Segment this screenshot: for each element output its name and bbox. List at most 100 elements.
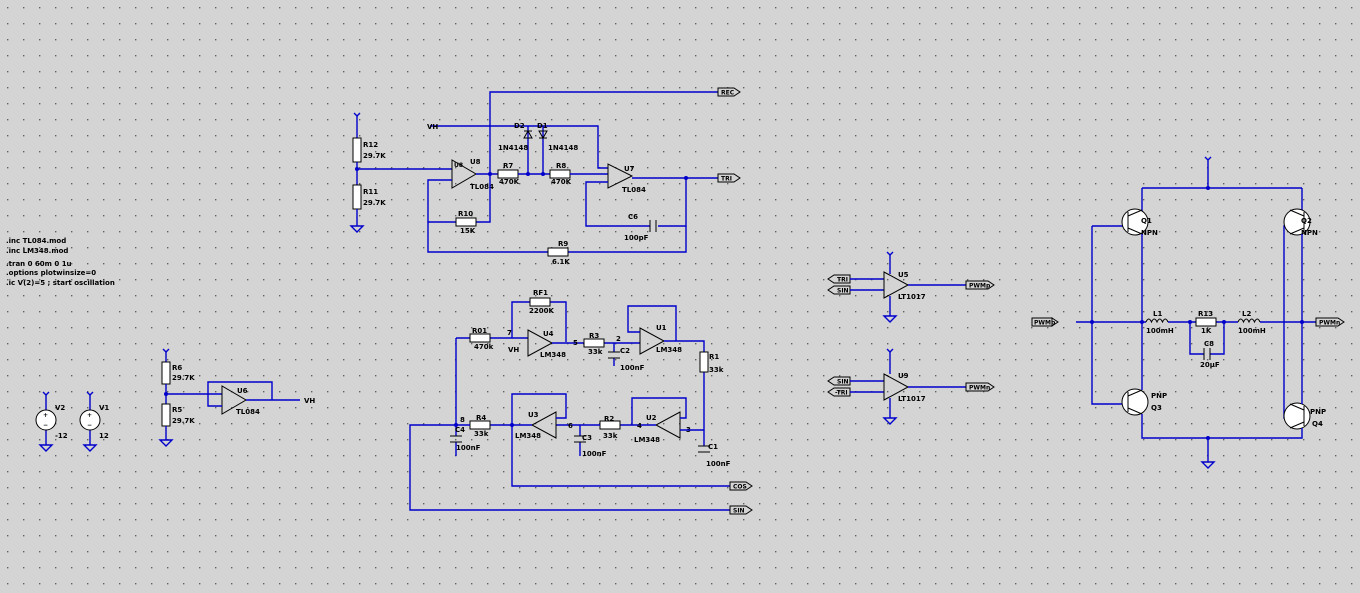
r13-value: 1K <box>1201 327 1212 335</box>
r3-name: R3 <box>589 332 599 340</box>
r1-value: 33k <box>709 366 724 374</box>
c2-name: C2 <box>620 347 630 355</box>
svg-text:+: + <box>87 412 92 419</box>
r10-value: 15K <box>460 227 476 235</box>
c1-value: 100nF <box>706 460 731 468</box>
pwmn-label: PWMn <box>969 385 990 392</box>
d1-value: 1N4148 <box>548 144 578 152</box>
vh-divider[interactable]: R6 29.7K R5 29.7K U6 TL084 VH <box>158 348 315 447</box>
r01-name: R01 <box>472 327 487 335</box>
svg-text:+: + <box>43 412 48 419</box>
sin-label: SIN <box>733 508 745 515</box>
h-bridge[interactable]: Q1 NPN Q2 NPN PNP Q3 PNP Q4 L1 100mH R13… <box>1031 156 1345 469</box>
u9-value: LT1017 <box>898 395 926 403</box>
spice-directives[interactable]: .inc TL084.mod .inc LM348.mod .tran 0 60… <box>6 237 115 287</box>
u8-label: U8 <box>470 158 481 166</box>
rec-label: REC <box>721 90 735 97</box>
sin-in-label: SIN <box>837 288 849 295</box>
r12-value: 29.7K <box>363 152 386 160</box>
c1-name: C1 <box>708 443 718 451</box>
l1-name: L1 <box>1153 310 1162 318</box>
rf1-name: RF1 <box>533 289 548 297</box>
c8-name: C8 <box>1204 340 1214 348</box>
l1-value: 100mH <box>1146 327 1174 335</box>
c3-value: 100nF <box>582 450 607 458</box>
q2-value: NPN <box>1301 229 1318 237</box>
r6-value: 29.7K <box>172 374 195 382</box>
directive: .ic V(2)=5 ; start oscillation <box>6 279 115 287</box>
voltage-sources[interactable]: +− +− V2 -12 V1 12 <box>35 391 109 452</box>
node-2: 2 <box>616 335 621 343</box>
directive: .options plotwinsize=0 <box>6 269 96 277</box>
r11-value: 29.7K <box>363 199 386 207</box>
vh-net-top: VH <box>427 123 438 131</box>
l2-name: L2 <box>1242 310 1251 318</box>
node-4: 4 <box>637 422 642 430</box>
u4-name: U4 <box>543 330 554 338</box>
r5-name: R5 <box>172 406 182 414</box>
r8-value: 470K <box>551 178 572 186</box>
c6-name: C6 <box>628 213 638 221</box>
cos-label: COS <box>733 484 747 491</box>
r9-name: R9 <box>558 240 568 248</box>
u7-value: TL084 <box>622 186 646 194</box>
directive: .inc TL084.mod <box>6 237 66 245</box>
vh-net-u4: VH <box>508 346 519 354</box>
pwm-comparators[interactable]: TRI SIN U5 LT1017 PWMp SIN -TRI U9 LT101… <box>827 251 995 425</box>
c4-value: 100nF <box>456 444 481 452</box>
r11-name: R11 <box>363 188 378 196</box>
u9-name: U9 <box>898 372 909 380</box>
u1-value: LM348 <box>656 346 682 354</box>
c3-name: C3 <box>582 434 592 442</box>
r10-name: R10 <box>458 210 473 218</box>
r7-value: 470K <box>499 178 520 186</box>
pwmp-in-label: PWMp <box>1034 320 1056 327</box>
u2-value: LM348 <box>634 436 660 444</box>
v2-name: V2 <box>55 404 65 412</box>
q3-name: Q3 <box>1151 404 1162 412</box>
c8-value: 20µF <box>1200 361 1220 369</box>
svg-text:−: − <box>43 422 48 429</box>
r6-name: R6 <box>172 364 182 372</box>
r5-value: 29.7K <box>172 417 195 425</box>
sine-oscillator[interactable]: R01 470k 7 RF1 2200K U4 LM348 VH R3 33k … <box>409 289 753 515</box>
neg-tri-label: -TRI <box>835 390 848 397</box>
l2-value: 100mH <box>1238 327 1266 335</box>
v2-value: -12 <box>55 432 68 440</box>
node-6: 6 <box>568 422 573 430</box>
r4-name: R4 <box>476 414 486 422</box>
u2-name: U2 <box>646 414 657 422</box>
tri-label: TRI <box>721 176 732 183</box>
d2-value: 1N4148 <box>498 144 528 152</box>
u3-name: U3 <box>528 411 539 419</box>
r01-value: 470k <box>474 343 494 351</box>
r2-value: 33k <box>603 432 618 440</box>
u1-name: U1 <box>656 324 667 332</box>
rf1-value: 2200K <box>529 307 554 315</box>
tri-in-label: TRI <box>837 277 848 284</box>
r13-name: R13 <box>1198 310 1213 318</box>
c2-value: 100nF <box>620 364 645 372</box>
triangle-generator[interactable]: R12 29.7K R11 29.7K U8 U8 TL084 R10 15K … <box>349 87 741 266</box>
r2-name: R2 <box>604 415 614 423</box>
u5-value: LT1017 <box>898 293 926 301</box>
d2-name: D2 <box>514 122 525 130</box>
d1-name: D1 <box>537 122 548 130</box>
pwmn-out-label: PWMn <box>1319 320 1340 327</box>
u6-name: U6 <box>237 387 248 395</box>
c6-value: 100pF <box>624 234 649 242</box>
v1-value: 12 <box>99 432 109 440</box>
directive: .tran 0 60m 0 1u <box>6 260 72 268</box>
r7-name: R7 <box>503 162 513 170</box>
node-8: 8 <box>460 416 465 424</box>
q1-value: NPN <box>1141 229 1158 237</box>
r3-value: 33k <box>588 348 603 356</box>
q2-name: Q2 <box>1301 217 1312 225</box>
q4-value: PNP <box>1310 408 1326 416</box>
q4-name: Q4 <box>1312 420 1323 428</box>
r12-name: R12 <box>363 141 378 149</box>
directive: .inc LM348.mod <box>6 247 68 255</box>
v1-name: V1 <box>99 404 109 412</box>
u3-value: LM348 <box>515 432 541 440</box>
